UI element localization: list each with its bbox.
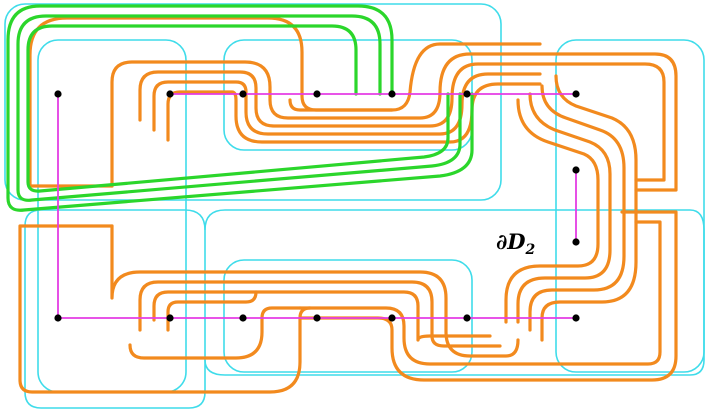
node-layer [54,90,580,322]
band-bottom-2 [138,280,502,348]
node-8 [572,166,580,174]
region-bottom-middle [223,259,473,373]
band-right-3 [528,84,626,332]
green-loop-inner [26,24,450,193]
node-7 [572,90,580,98]
node-15 [463,314,471,322]
boundary-label-main: ∂D [496,229,526,254]
node-14 [388,314,396,322]
band-outer-left [28,16,394,188]
band-top-1 [110,52,678,192]
band-bottom-4 [166,290,258,332]
band-right-outer-2 [298,210,678,382]
band-right-2 [504,98,600,324]
node-5 [388,90,396,98]
node-4 [313,90,321,98]
node-2 [166,90,174,98]
band-bottom-1 [110,224,520,358]
band-right-4 [540,74,638,342]
region-bottom-left [24,209,206,409]
node-16 [572,314,580,322]
band-right-1 [516,92,612,324]
band-layer [18,16,678,394]
node-13 [313,314,321,322]
band-top-2 [138,62,666,182]
node-3 [239,90,247,98]
boundary-label-subscript: 2 [524,242,535,258]
loop-layer [6,4,474,212]
node-1 [54,90,62,98]
band-bottom-left-inner [128,306,302,360]
band-top-3 [152,72,542,136]
region-top-left [4,3,502,201]
green-loop-middle [16,14,462,202]
boundary-label: ∂D2 [496,229,535,258]
node-12 [239,314,247,322]
node-11 [166,314,174,322]
region-bottom-wide [204,209,705,376]
band-bottom-3 [152,290,492,342]
region-layer [4,3,705,409]
band-top-5 [288,42,542,112]
node-6 [463,90,471,98]
band-right-outer [298,220,662,366]
green-loop-outer [6,4,474,212]
band-bottom-left-loop [18,224,312,394]
node-10 [54,314,62,322]
node-9 [572,238,580,246]
region-right [555,39,705,373]
